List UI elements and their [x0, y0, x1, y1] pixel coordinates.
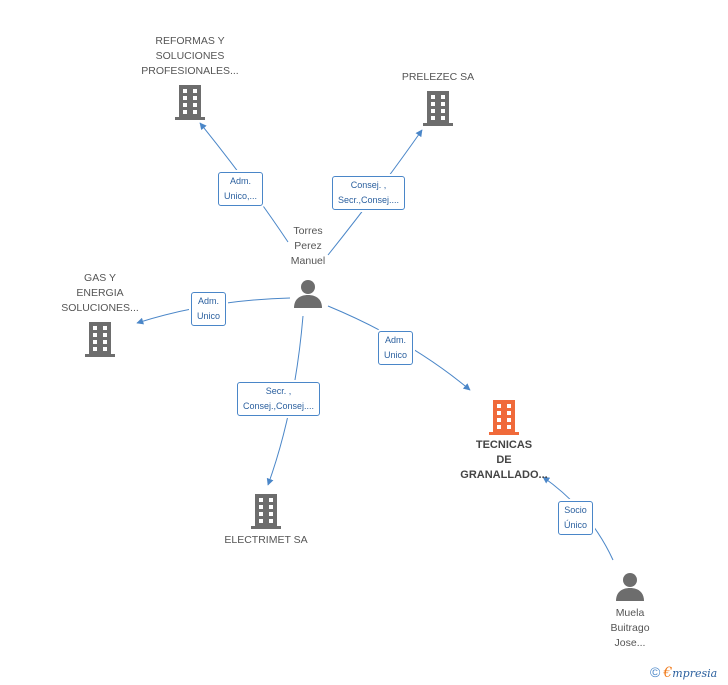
- building-icon: [251, 494, 281, 529]
- node-label: Muela Buitrago Jose...: [610, 607, 650, 649]
- brand-logo-initial: €: [663, 665, 673, 681]
- node-label: Torres Perez Manuel: [290, 225, 326, 267]
- node-torres[interactable]: Torres Perez Manuel: [268, 224, 348, 309]
- edge-label-muela-tecnicas[interactable]: Socio Único: [558, 501, 594, 535]
- node-label: PRELEZEC SA: [401, 71, 475, 83]
- building-icon: [175, 85, 205, 120]
- node-label: GAS Y ENERGIA SOLUCIONES...: [61, 272, 139, 314]
- building-icon: [489, 400, 519, 435]
- edge-label-torres-gas[interactable]: Adm. Unico: [191, 292, 227, 326]
- building-icon: [423, 91, 453, 126]
- node-label: TECNICAS DE GRANALLADO...: [460, 439, 548, 481]
- node-label: REFORMAS Y SOLUCIONES PROFESIONALES...: [141, 35, 239, 77]
- edge-label-torres-prelezec[interactable]: Consej. , Secr.,Consej....: [332, 176, 406, 210]
- node-electrimet[interactable]: ELECTRIMET SA: [206, 494, 326, 548]
- edge-label-torres-reformas[interactable]: Adm. Unico,...: [218, 172, 264, 206]
- node-gas[interactable]: GAS Y ENERGIA SOLUCIONES...: [45, 271, 155, 358]
- node-reformas[interactable]: REFORMAS Y SOLUCIONES PROFESIONALES...: [120, 34, 260, 121]
- edge-label-torres-electrimet[interactable]: Secr. , Consej.,Consej....: [237, 382, 321, 416]
- person-icon: [616, 573, 644, 601]
- edge-label-torres-tecnicas[interactable]: Adm. Unico: [378, 331, 414, 365]
- brand-logo-text: mpresia: [672, 667, 718, 680]
- node-label: ELECTRIMET SA: [224, 534, 308, 546]
- node-tecnicas[interactable]: TECNICAS DE GRANALLADO...: [444, 400, 564, 483]
- copyright-icon: ©: [650, 664, 661, 680]
- node-muela[interactable]: Muela Buitrago Jose...: [590, 572, 670, 651]
- person-icon: [294, 280, 322, 308]
- node-prelezec[interactable]: PRELEZEC SA: [378, 70, 498, 127]
- building-icon: [85, 322, 115, 357]
- copyright-brand: ©€mpresia: [650, 664, 717, 681]
